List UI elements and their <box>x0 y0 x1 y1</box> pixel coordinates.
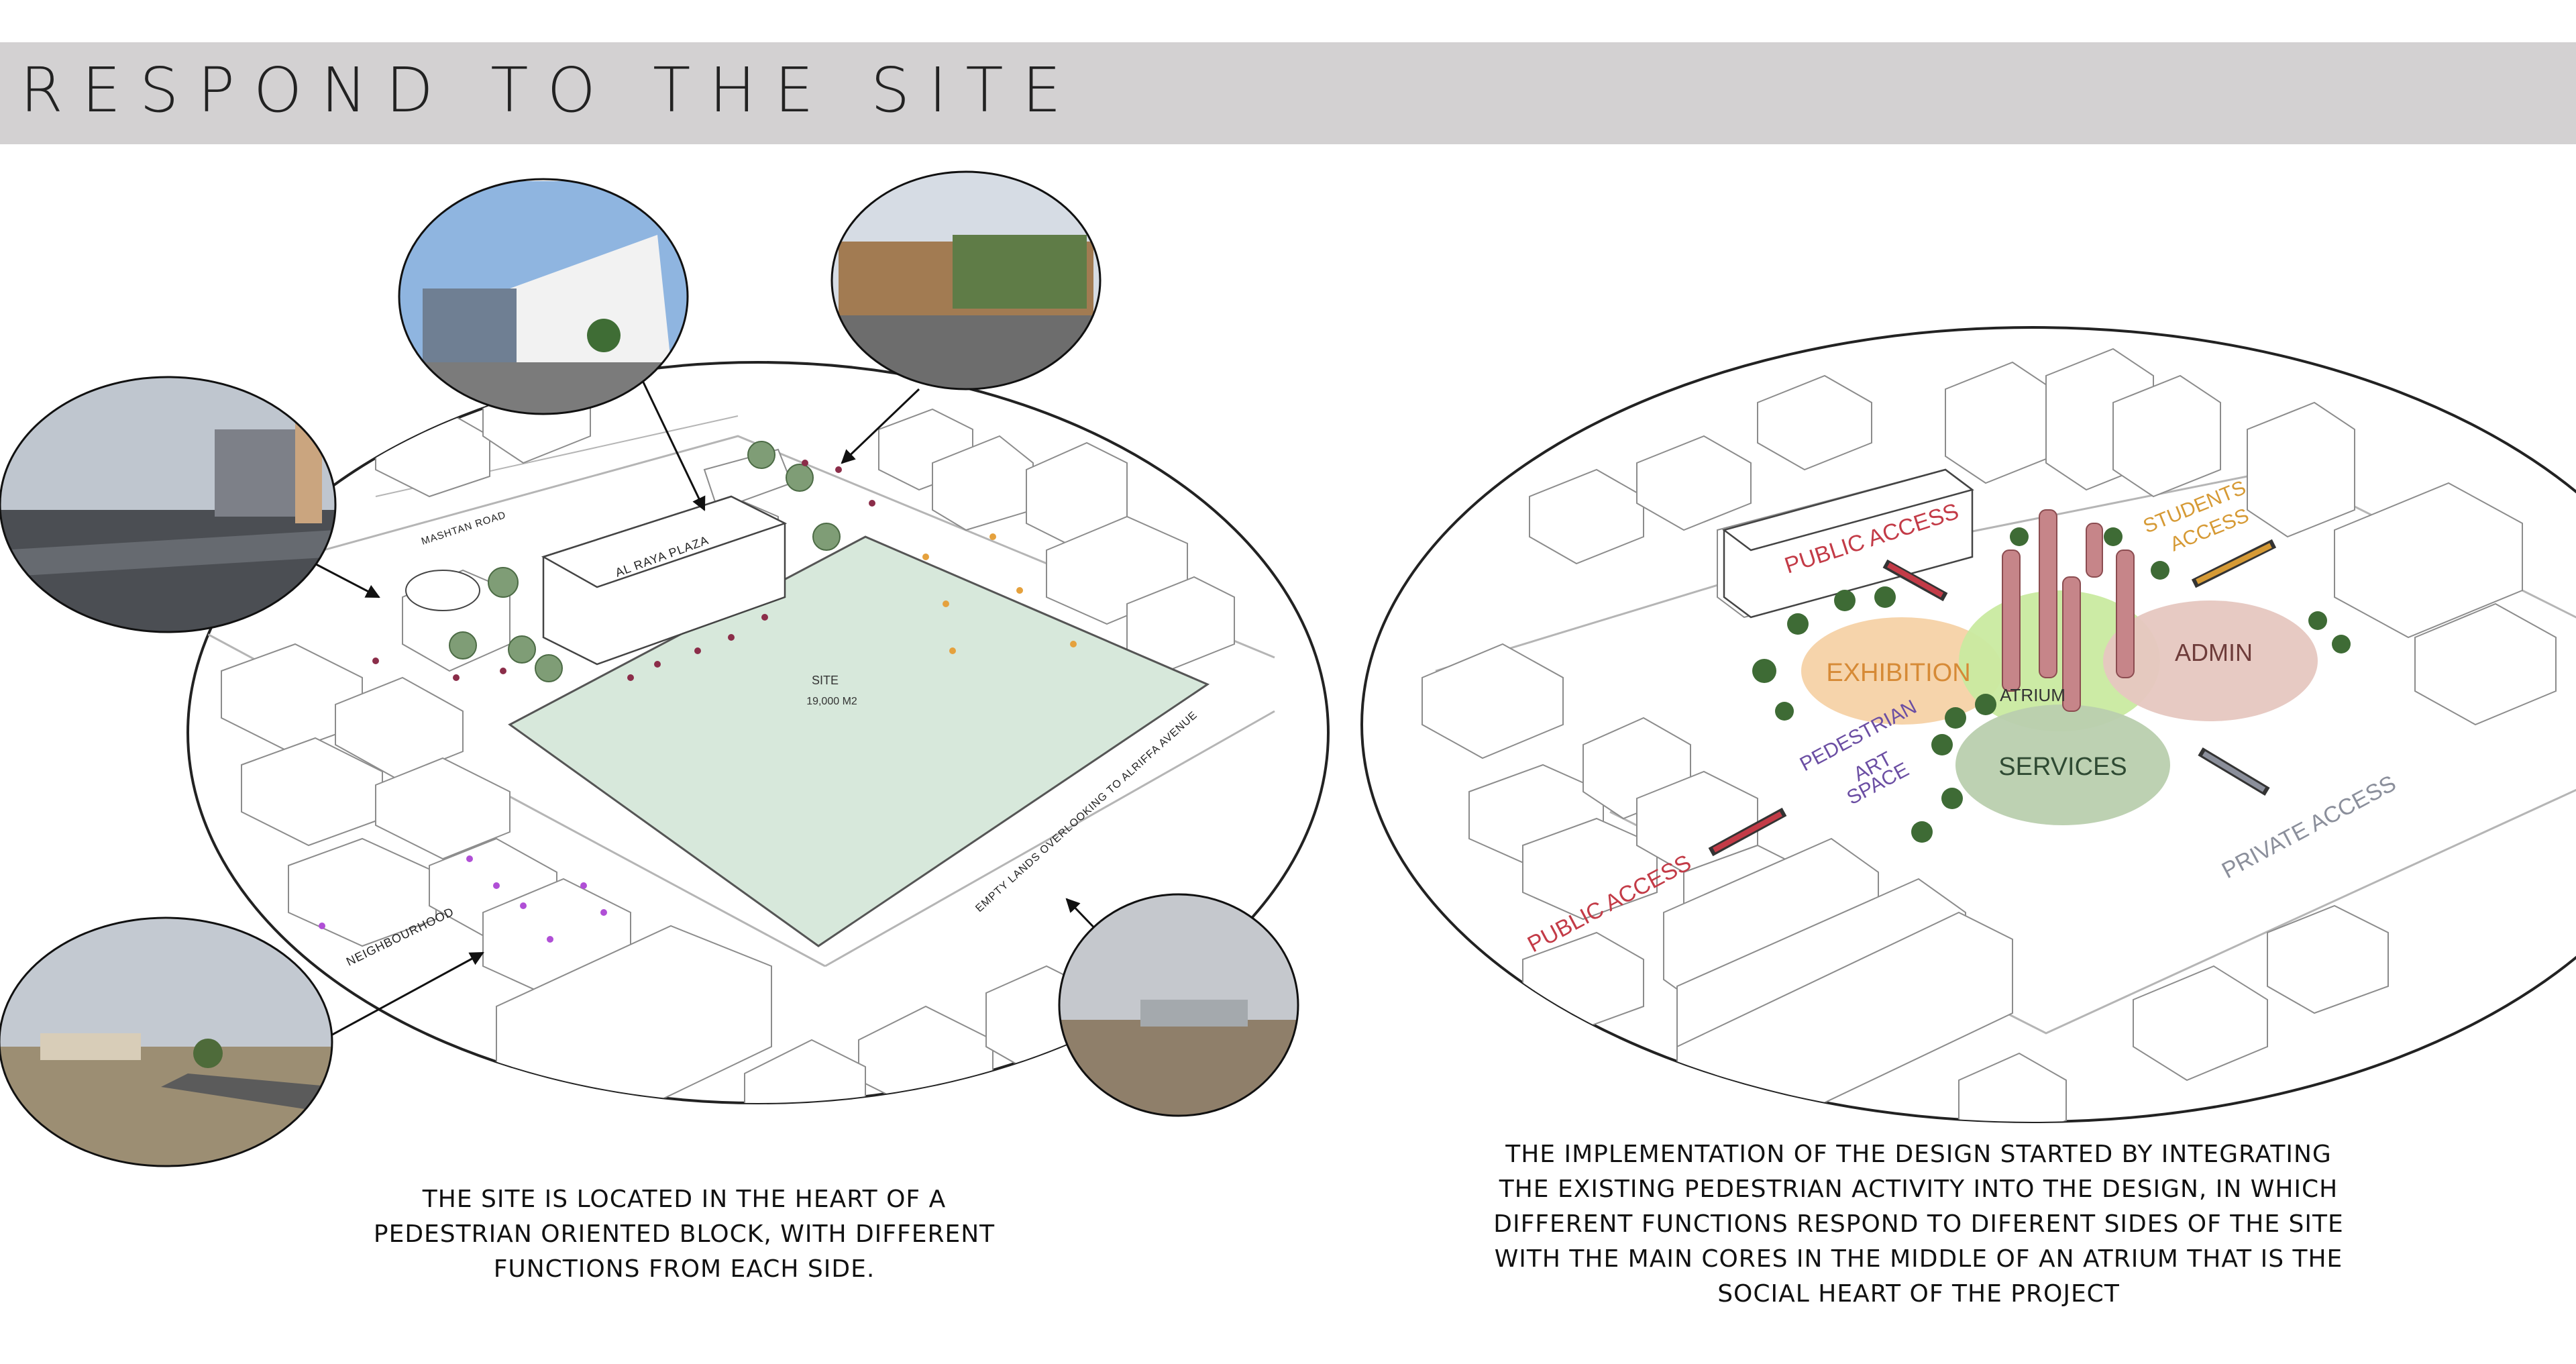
caption-right-line: THE EXISTING PEDESTRIAN ACTIVITY INTO TH… <box>1499 1175 2339 1203</box>
zone-exhibition <box>1801 617 2002 725</box>
page-title: RESPOND TO THE SITE <box>20 54 1080 126</box>
label-site-area: 19,000 M2 <box>806 696 857 707</box>
left-site-plan: MASHTAN ROAD AL RAYA PLAZA SITE 19,000 M… <box>186 355 1330 1104</box>
label-services: SERVICES <box>1998 753 2127 781</box>
trees <box>1752 527 2351 843</box>
zone-admin <box>2103 600 2318 721</box>
caption-left: THE SITE IS LOCATED IN THE HEART OF A PE… <box>282 1182 1087 1287</box>
caption-left-line: PEDESTRIAN ORIENTED BLOCK, WITH DIFFEREN… <box>373 1220 996 1248</box>
label-site: SITE <box>812 674 839 687</box>
caption-right-line: THE IMPLEMENTATION OF THE DESIGN STARTED… <box>1505 1141 2332 1168</box>
photo-al-raya-plaza-building <box>399 181 688 414</box>
photo-frame-4 <box>0 916 333 1167</box>
photo-frame-3 <box>830 170 1102 390</box>
caption-left-line: FUNCTIONS FROM EACH SIDE. <box>493 1255 875 1283</box>
photo-frame-2 <box>398 178 689 415</box>
caption-right-line: SOCIAL HEART OF THE PROJECT <box>1717 1280 2120 1308</box>
caption-right-line: DIFFERENT FUNCTIONs RESPOND TO DIFERENT … <box>1493 1210 2344 1238</box>
header-bar <box>0 42 2576 144</box>
caption-right-line: WITH THE MAIN CORES IN THE MIDDLE OF AN … <box>1494 1245 2343 1273</box>
zone-services <box>1955 704 2170 825</box>
core-towers <box>2002 509 2135 712</box>
right-design-plan: PUBLIC ACCESS STUDENTS ACCESS EXHIBITION… <box>1360 326 2576 1123</box>
caption-right: THE IMPLEMENTATION OF THE DESIGN STARTED… <box>1422 1137 2415 1312</box>
label-exhibition: EXHIBITION <box>1826 659 1970 687</box>
photo-frame-5 <box>1058 893 1299 1117</box>
label-atrium: ATRIUM <box>2000 685 2065 705</box>
access-arrows <box>1708 539 2277 857</box>
photo-frame-1 <box>0 376 337 633</box>
caption-left-line: THE SITE IS LOCATED IN THE HEART OF A <box>422 1186 947 1213</box>
label-admin: ADMIN <box>2175 639 2253 666</box>
photo-commercial-street-shops <box>832 172 1100 389</box>
